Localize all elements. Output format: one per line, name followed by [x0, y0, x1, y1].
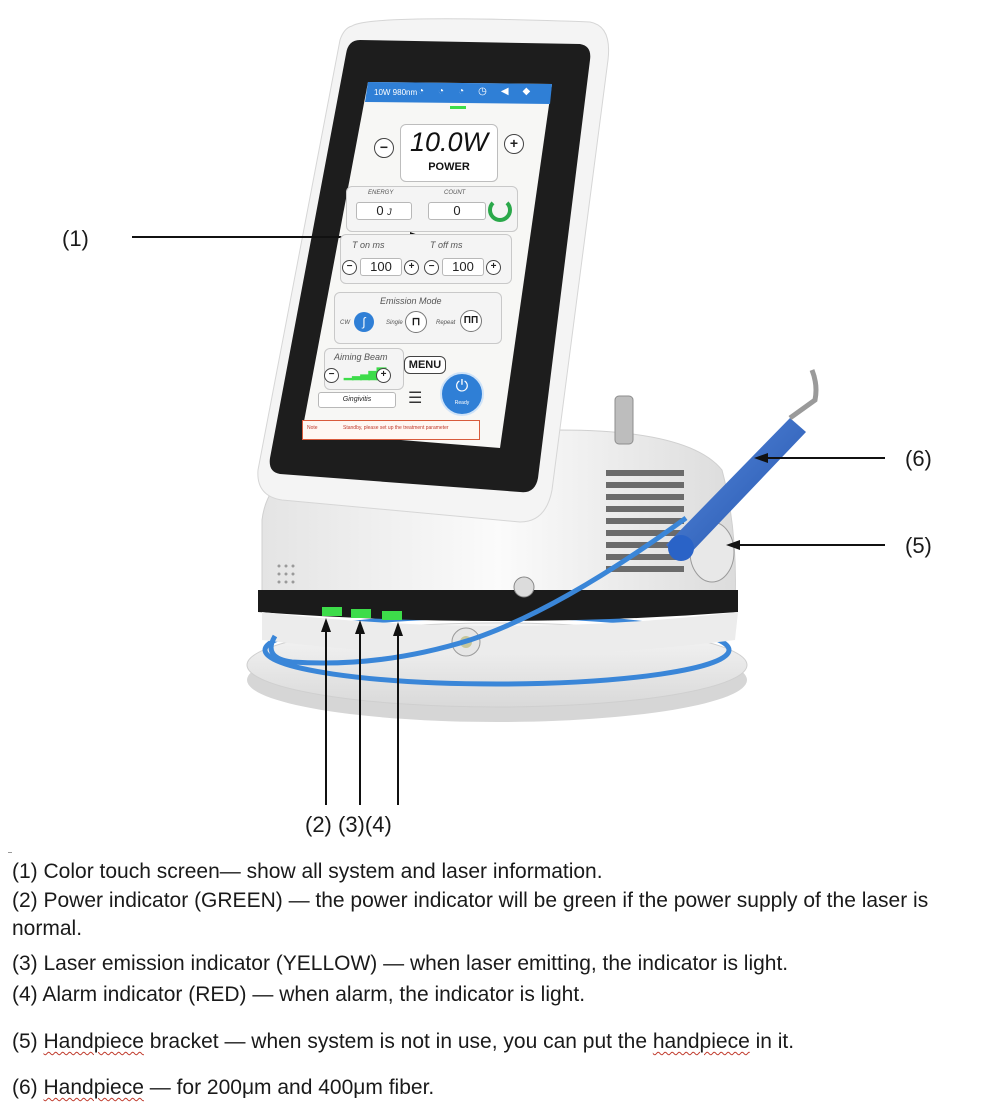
legend-5-prefix: (5) — [12, 1030, 44, 1053]
legend-item-3: (3) Laser emission indicator (YELLOW) — … — [12, 952, 789, 975]
device-drawing — [132, 18, 885, 805]
legend-5-suffix: in it. — [749, 1030, 795, 1053]
legend-6-prefix: (6) — [12, 1076, 44, 1099]
callout-2-3-4: (2) (3)(4) — [305, 812, 392, 837]
callout-5: (5) — [905, 533, 932, 558]
screen-frame — [257, 18, 610, 523]
callout-6: (6) — [905, 446, 932, 471]
indicator-lights — [322, 607, 402, 620]
legend-item-2: (2) Power indicator (GREEN) — the power … — [12, 889, 929, 940]
legend-item-5: (5) Handpiece bracket — when system is n… — [12, 1028, 794, 1056]
legend-6-word: Handpiece — [43, 1076, 144, 1099]
handpiece — [666, 369, 819, 561]
legend-item-6: (6) Handpiece — for 200μm and 400μm fibe… — [12, 1074, 434, 1102]
legend-5-word-2: handpiece — [652, 1030, 750, 1053]
legend-5-mid: bracket — when system is not in use, you… — [143, 1030, 653, 1053]
left-margin-mark — [8, 852, 12, 853]
callout-1: (1) — [62, 226, 89, 251]
legend-item-4: (4) Alarm indicator (RED) — when alarm, … — [12, 983, 586, 1006]
fiber-cable — [268, 515, 688, 666]
legend-5-word-1: Handpiece — [43, 1030, 144, 1053]
device-illustration: 10W 980nm ◔◔◔◷◀◆ − 10.0W POWER + ENERGY … — [62, 18, 932, 837]
legend-6-suffix: — for 200μm and 400μm fiber. — [143, 1076, 435, 1099]
legend-item-1: (1) Color touch screen— show all system … — [12, 860, 603, 883]
